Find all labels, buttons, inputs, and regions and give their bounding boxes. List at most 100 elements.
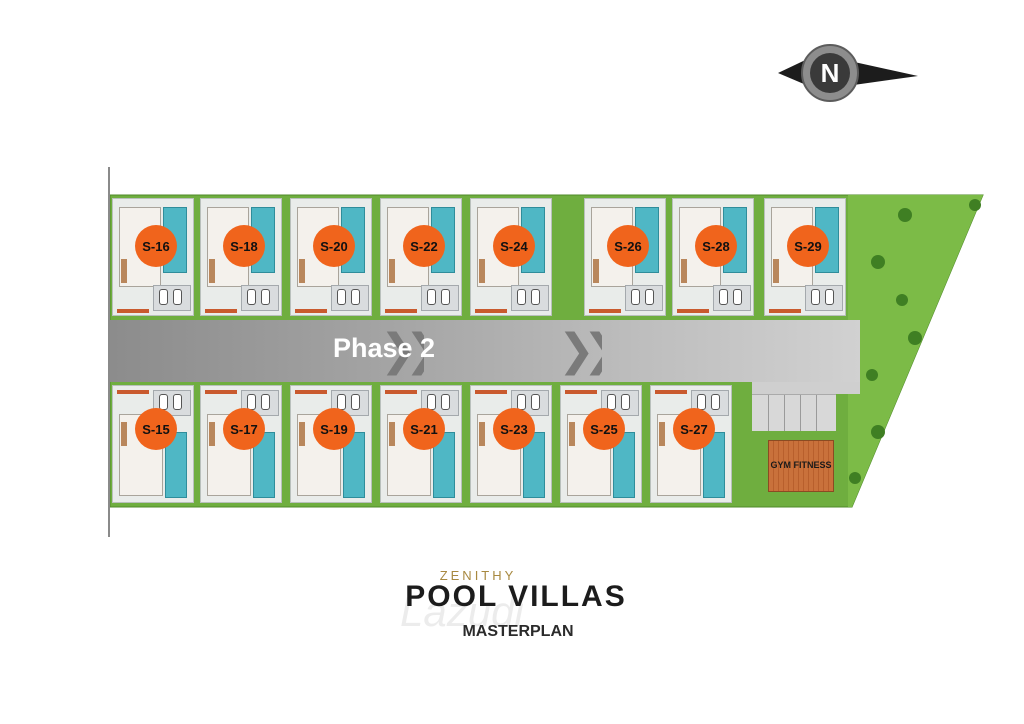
- villa-plot[interactable]: S-23: [470, 385, 552, 503]
- villa-plot[interactable]: S-29: [764, 198, 846, 316]
- villa-plot[interactable]: S-20: [290, 198, 372, 316]
- villa-plot[interactable]: S-18: [200, 198, 282, 316]
- villa-plot[interactable]: S-27: [650, 385, 732, 503]
- villa-front-strip: [589, 309, 621, 313]
- villa-front-strip: [117, 390, 149, 394]
- villa-plot[interactable]: S-17: [200, 385, 282, 503]
- villa-plot[interactable]: S-28: [672, 198, 754, 316]
- villa-plot[interactable]: S-24: [470, 198, 552, 316]
- car-icon: [811, 289, 820, 305]
- villa-front-strip: [769, 309, 801, 313]
- villa-marker[interactable]: S-15: [135, 408, 177, 450]
- villa-marker[interactable]: S-27: [673, 408, 715, 450]
- villa-marker[interactable]: S-23: [493, 408, 535, 450]
- phase-label: Phase 2: [333, 333, 436, 363]
- villa-front-strip: [205, 309, 237, 313]
- villa-deck: [479, 422, 485, 446]
- car-icon: [531, 289, 540, 305]
- villa-front-strip: [385, 390, 417, 394]
- villa-deck: [389, 259, 395, 283]
- villa-front-strip: [475, 309, 507, 313]
- villa-deck: [299, 259, 305, 283]
- villa-deck: [681, 259, 687, 283]
- chevron-road-marking-icon: ❯❯❯: [558, 325, 602, 376]
- brand-small: ZENITHY: [439, 568, 517, 583]
- brand-main: POOL VILLAS: [405, 580, 627, 613]
- main-road: [110, 320, 860, 382]
- car-icon: [261, 394, 270, 410]
- villa-marker[interactable]: S-17: [223, 408, 265, 450]
- villa-marker[interactable]: S-22: [403, 225, 445, 267]
- gym-building: [768, 440, 834, 492]
- watermark: Lazudi: [400, 588, 524, 635]
- compass-inner: [810, 53, 850, 93]
- car-icon: [173, 289, 182, 305]
- car-icon: [261, 289, 270, 305]
- villa-plot[interactable]: S-21: [380, 385, 462, 503]
- parking-stall-line: [816, 395, 817, 431]
- villa-plot[interactable]: S-22: [380, 198, 462, 316]
- villa-marker[interactable]: S-25: [583, 408, 625, 450]
- car-icon: [621, 394, 630, 410]
- masterplan-subtitle: MASTERPLAN: [462, 623, 574, 640]
- parking-stall-line: [800, 395, 801, 431]
- parking-stall-line: [784, 395, 785, 431]
- villa-plot[interactable]: S-26: [584, 198, 666, 316]
- palm-tree-icon: [849, 199, 981, 484]
- villa-marker[interactable]: S-20: [313, 225, 355, 267]
- car-icon: [173, 394, 182, 410]
- villa-deck: [209, 422, 215, 446]
- villa-deck: [569, 422, 575, 446]
- villa-deck: [121, 259, 127, 283]
- villa-marker[interactable]: S-26: [607, 225, 649, 267]
- road-extension: [752, 382, 860, 394]
- villa-plot[interactable]: S-15: [112, 385, 194, 503]
- gym-label: GYM FITNESS: [770, 460, 832, 470]
- villa-deck: [209, 259, 215, 283]
- car-icon: [517, 289, 526, 305]
- villa-front-strip: [205, 390, 237, 394]
- car-icon: [337, 289, 346, 305]
- villa-marker[interactable]: S-21: [403, 408, 445, 450]
- parking-stall-line: [768, 395, 769, 431]
- car-icon: [247, 289, 256, 305]
- villa-front-strip: [475, 390, 507, 394]
- villa-deck: [659, 422, 665, 446]
- car-icon: [351, 394, 360, 410]
- villa-deck: [593, 259, 599, 283]
- car-icon: [441, 289, 450, 305]
- car-icon: [711, 394, 720, 410]
- lawn-east: [848, 195, 983, 507]
- villa-plot[interactable]: S-16: [112, 198, 194, 316]
- villa-deck: [479, 259, 485, 283]
- car-icon: [645, 289, 654, 305]
- site-boundary-line: [108, 167, 110, 537]
- villa-marker[interactable]: S-24: [493, 225, 535, 267]
- villa-deck: [121, 422, 127, 446]
- compass-icon: N: [778, 44, 918, 102]
- villa-front-strip: [295, 309, 327, 313]
- villa-plot[interactable]: S-19: [290, 385, 372, 503]
- villa-marker[interactable]: S-18: [223, 225, 265, 267]
- villa-plot[interactable]: S-25: [560, 385, 642, 503]
- car-icon: [825, 289, 834, 305]
- villa-deck: [389, 422, 395, 446]
- car-icon: [427, 289, 436, 305]
- villa-deck: [773, 259, 779, 283]
- villa-front-strip: [385, 309, 417, 313]
- villa-marker[interactable]: S-16: [135, 225, 177, 267]
- car-icon: [719, 289, 728, 305]
- car-icon: [441, 394, 450, 410]
- villa-deck: [299, 422, 305, 446]
- villa-marker[interactable]: S-29: [787, 225, 829, 267]
- parking-area: [752, 394, 836, 431]
- car-icon: [351, 289, 360, 305]
- compass-letter: N: [821, 58, 840, 88]
- car-icon: [733, 289, 742, 305]
- villa-marker[interactable]: S-19: [313, 408, 355, 450]
- chevron-road-marking-icon: ❯❯❯: [380, 325, 424, 376]
- car-icon: [531, 394, 540, 410]
- villa-front-strip: [117, 309, 149, 313]
- villa-marker[interactable]: S-28: [695, 225, 737, 267]
